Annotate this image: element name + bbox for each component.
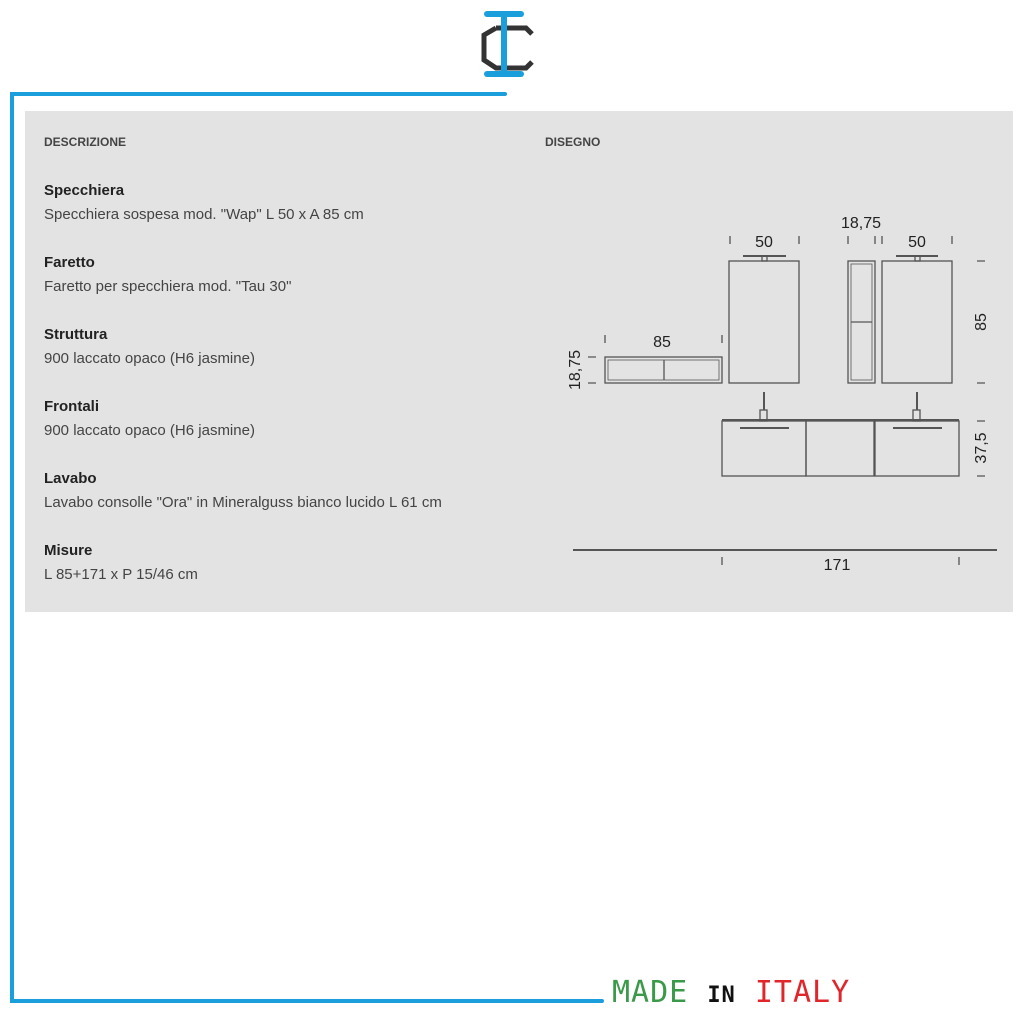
spec-item: Frontali 900 laccato opaco (H6 jasmine) [44,398,442,470]
base-left [721,420,807,477]
dim-shelf-width: 85 [653,334,671,351]
dim-mirror2-width: 50 [908,234,926,251]
frame-line-left [10,92,14,1003]
dim-total-width: 171 [824,557,851,574]
spec-title: Specchiera [44,182,125,199]
spec-title: Lavabo [44,470,97,487]
mirror-right [881,260,953,384]
spec-desc: 900 laccato opaco (H6 jasmine) [44,350,255,367]
dim-mirror-height: 85 [973,313,990,331]
dim-base-height: 37,5 [973,432,990,463]
spec-desc: Specchiera sospesa mod. "Wap" L 50 x A 8… [44,206,364,223]
dim-shelf-height: 18,75 [567,350,584,390]
drawing-header: DISEGNO [545,135,601,149]
wall-shelf [604,356,723,384]
spec-title: Faretto [44,254,95,271]
spec-desc: Faretto per specchiera mod. "Tau 30" [44,278,292,295]
spec-item: Misure L 85+171 x P 15/46 cm [44,542,442,614]
spec-title: Frontali [44,398,99,415]
made-text: MADE [612,975,689,1010]
made-in-italy-badge: MADE IN ITALY [612,975,850,1010]
dim-mirror1-width: 50 [755,234,773,251]
dim-column-width: 18,75 [841,215,881,232]
spec-desc: L 85+171 x P 15/46 cm [44,566,198,583]
description-header: DESCRIZIONE [44,135,127,149]
base-right [874,420,960,477]
base-middle [805,420,875,477]
spec-title: Struttura [44,326,108,343]
frame-line-top [10,92,507,96]
column-shelf [847,260,876,384]
in-text: IN [707,983,736,1008]
frame-line-bottom [10,999,604,1003]
spec-desc: 900 laccato opaco (H6 jasmine) [44,422,255,439]
spec-desc: Lavabo consolle "Ora" in Mineralguss bia… [44,494,442,511]
italy-text: ITALY [754,975,851,1010]
spec-item: Struttura 900 laccato opaco (H6 jasmine) [44,326,442,398]
logo [481,11,534,77]
mirror-left [728,260,800,384]
spec-title: Misure [44,542,93,559]
